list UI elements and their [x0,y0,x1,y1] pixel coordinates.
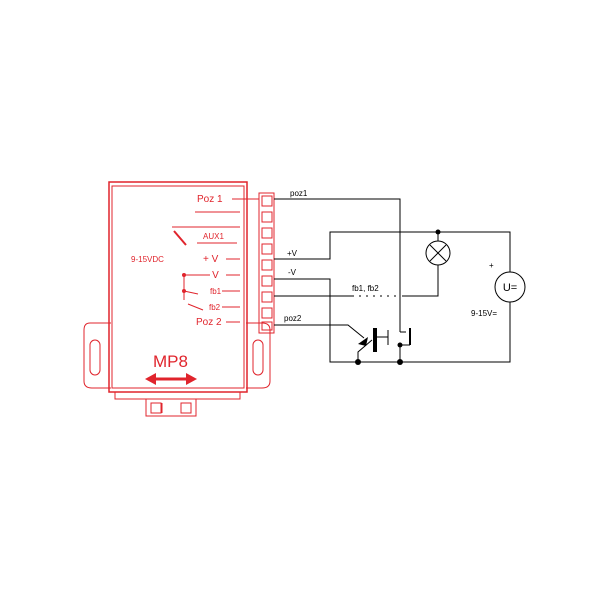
voltage-source-circle [494,271,526,303]
wiring-junctions [355,229,441,365]
terminal-slot [261,307,273,319]
external-wiring [274,198,511,363]
terminal-slot [261,291,273,303]
wire-lamp-bottom [402,265,439,297]
left-mounting-ear [83,322,111,389]
junction-dot [397,359,403,365]
junction-dot [397,342,403,348]
junction-dot [182,289,186,293]
terminal-slot [261,211,273,223]
terminal-label-plus-v: + V [203,254,219,265]
cable-gland-tab-right [180,402,192,414]
lamp-icon [425,240,451,266]
cable-gland-tab-left [150,402,162,414]
junction-dot [435,229,441,235]
wire-poz2 [274,324,365,339]
terminal-label-fb2: fb2 [209,303,221,312]
wire-plus-v [274,231,511,272]
terminal-block [258,192,275,334]
terminal-slot [261,195,273,207]
cable-gland [145,398,197,417]
device-junction-dots [182,273,186,293]
terminal-label-poz1: Poz 1 [197,194,223,205]
supply-voltage-label: 9-15VDC [131,255,164,264]
terminal-slot [261,259,273,271]
terminal-slot [261,275,273,287]
junction-dot [182,273,186,277]
terminal-slots [261,195,273,331]
right-mounting-slot [252,339,264,376]
terminal-slot [261,243,273,255]
terminal-slot [261,227,273,239]
aux1-contact-blade [173,230,187,246]
wire-label-poz1: poz1 [290,189,308,198]
wire-label-plus-v: +V [287,249,298,258]
transistor-emitter [357,339,373,362]
mp8-device [83,181,275,417]
source-rating-label: 9-15V= [471,309,497,318]
transistor-arrow [358,337,368,346]
wire-poz1 [274,198,401,332]
terminal-slot [261,321,273,331]
device-model-label: MP8 [153,352,188,371]
voltage-source: U= [494,271,526,303]
source-polarity-label: + [489,261,494,270]
device-base [114,391,241,400]
wire-minus-v [274,278,331,345]
double-arrow-icon [145,373,197,385]
wire-label-fb: fb1, fb2 [352,284,379,293]
left-mounting-slot [89,339,101,376]
wire-label-poz2: poz2 [284,314,302,323]
wire-ground-bus [329,301,511,363]
terminal-label-fb1: fb1 [210,287,222,296]
fb1-switch [183,290,199,295]
voltage-source-symbol: U= [503,282,517,294]
right-mounting-ear [246,322,271,389]
terminal-label-minus-v: - V [206,270,219,281]
device-housing-inner [111,185,245,389]
wire-label-minus-v: -V [288,268,297,277]
terminal-label-aux1: AUX1 [203,232,224,241]
fb2-switch [187,303,204,311]
junction-dot [355,359,361,365]
terminal-label-poz2: Poz 2 [196,317,222,328]
